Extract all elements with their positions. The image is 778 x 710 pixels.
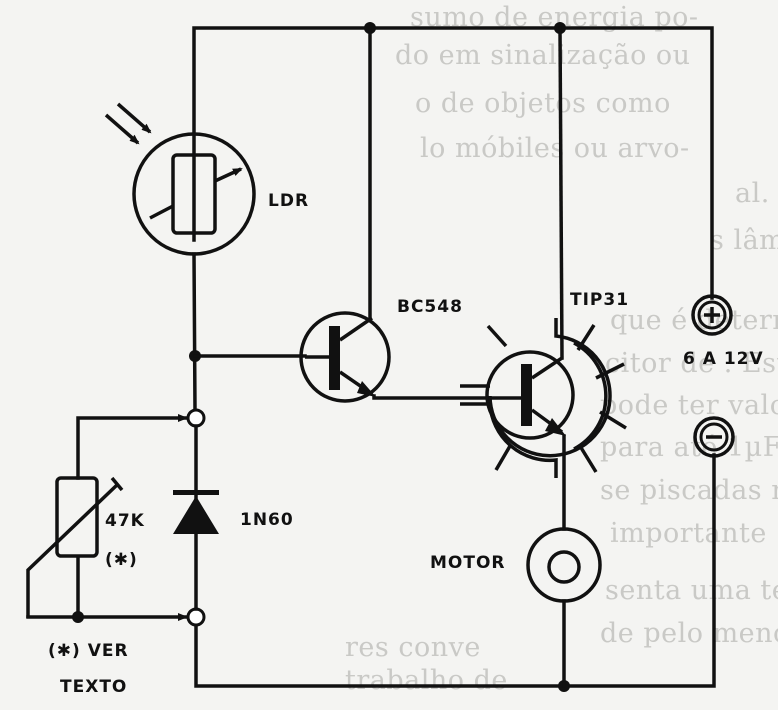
positive-rail-wire: [192, 26, 714, 300]
wire: [76, 414, 188, 480]
diode-symbol: [173, 490, 219, 534]
negative-terminal-icon: [693, 416, 735, 458]
trimmer-resistor-symbol: [26, 414, 188, 623]
trimmer-note-marker: (✱): [105, 550, 138, 570]
wire: [372, 394, 522, 400]
light-arrows-icon: [104, 102, 152, 145]
ldr-label: LDR: [268, 191, 309, 211]
negative-rail-wire: [194, 453, 716, 688]
ldr-symbol: [104, 102, 256, 256]
positive-terminal-icon: [691, 294, 733, 336]
tip31-label: TIP31: [570, 290, 629, 310]
test-terminal-top: [186, 408, 206, 428]
motor-symbol: [526, 527, 602, 603]
supply-label: 6 A 12V: [683, 349, 764, 369]
diode-label: 1N60: [240, 510, 294, 530]
wire: [192, 252, 197, 412]
bc548-label: BC548: [397, 297, 463, 317]
trimmer-label: 47K: [105, 511, 145, 531]
test-terminal-bottom: [186, 607, 206, 627]
wire: [558, 26, 564, 360]
tip31-transistor-symbol: [460, 318, 627, 478]
footnote-line-1: (✱) VER: [48, 641, 129, 661]
footnote-line-2: TEXTO: [60, 677, 127, 697]
motor-label: MOTOR: [430, 553, 506, 573]
heatsink-fins-icon: [486, 324, 627, 473]
bc548-transistor-symbol: [299, 28, 391, 403]
